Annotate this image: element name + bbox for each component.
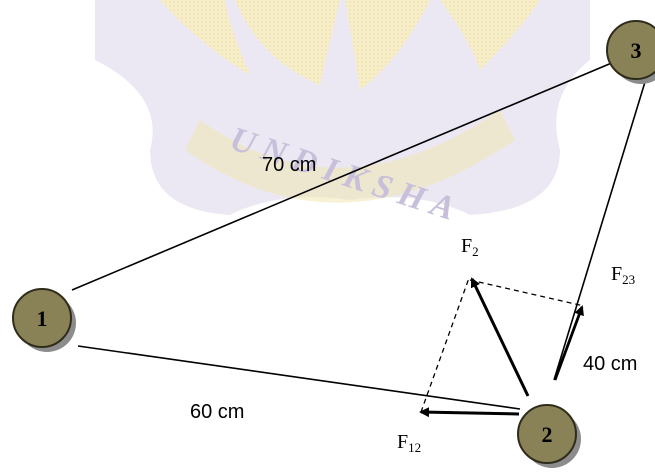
charge-1-label: 1 bbox=[37, 306, 48, 331]
charge-2-circle bbox=[517, 404, 577, 464]
charge-2-label: 2 bbox=[542, 422, 553, 447]
force-label-f12-sub: 12 bbox=[408, 440, 421, 455]
charge-1: 1 bbox=[12, 288, 76, 352]
arrow-f12 bbox=[419, 407, 520, 418]
force-label-f2-sub: 2 bbox=[472, 244, 479, 259]
force-label-f12: F12 bbox=[397, 431, 421, 455]
watermark-lotus bbox=[160, 0, 540, 90]
charge-3-circle bbox=[606, 20, 655, 80]
force-label-f23-sub: 23 bbox=[622, 272, 635, 287]
arrow-f23 bbox=[553, 305, 584, 381]
force-label-f2: F2 bbox=[461, 235, 479, 259]
line-1-3 bbox=[71, 61, 615, 291]
charge-1-circle bbox=[12, 288, 72, 348]
watermark-arc-band bbox=[185, 110, 515, 203]
dashed-line-f12-to-f2 bbox=[420, 277, 470, 413]
line-1-2 bbox=[77, 345, 521, 410]
force-label-f23-main: F bbox=[611, 263, 622, 285]
charge-2: 2 bbox=[517, 404, 581, 468]
force-label-f12-main: F bbox=[397, 431, 408, 453]
line-2-3 bbox=[553, 81, 646, 381]
charge-3: 3 bbox=[606, 20, 655, 84]
charge-3-label: 3 bbox=[631, 38, 642, 63]
force-label-f23: F23 bbox=[611, 263, 635, 287]
distance-label-1-3: 70 cm bbox=[262, 154, 316, 176]
distance-label-2-3: 40 cm bbox=[583, 353, 637, 375]
watermark-emblem: UNDIKSHA bbox=[95, 0, 590, 230]
arrow-f2 bbox=[470, 277, 530, 397]
dashed-line-f2-to-f23 bbox=[469, 279, 585, 307]
distance-label-1-2: 60 cm bbox=[190, 401, 244, 423]
force-label-f2-main: F bbox=[461, 235, 472, 257]
